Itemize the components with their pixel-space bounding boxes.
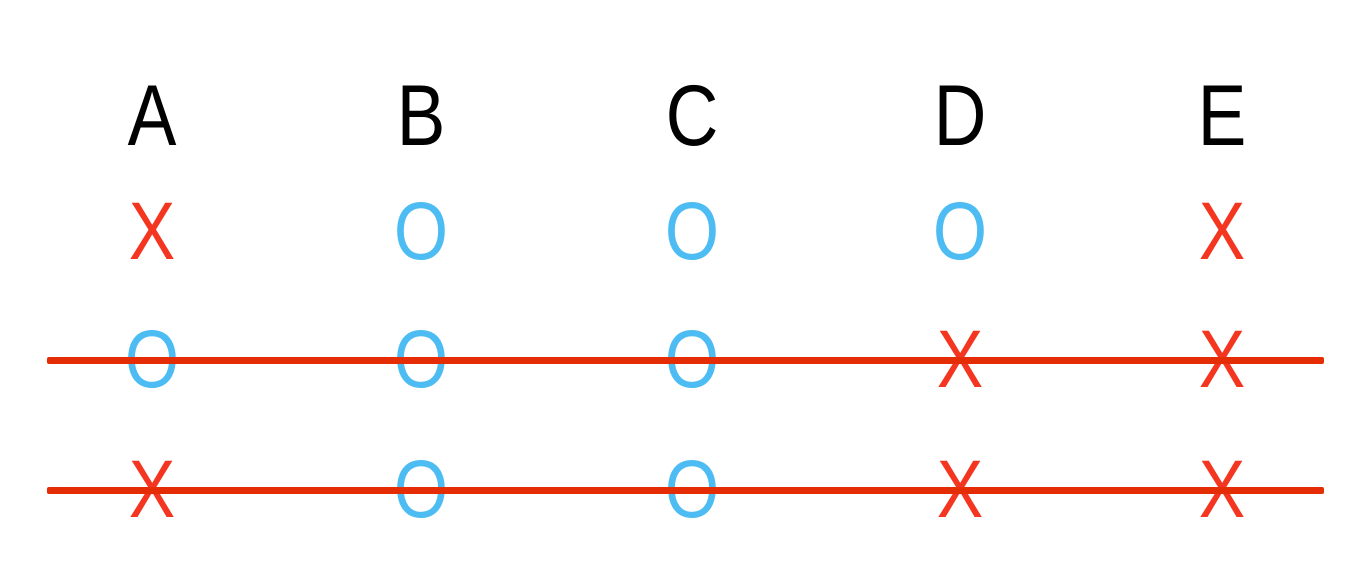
grid-cell-e-row1: X [1198,186,1246,277]
column-header-b: B [396,68,446,164]
grid-cell-c-row1: O [664,186,720,277]
column-header-a: A [127,68,177,164]
grid-cell-a-row1: X [128,186,176,277]
column-header-e: E [1197,68,1247,164]
grid-cell-d-row1: O [932,186,988,277]
column-header-c: C [665,68,719,164]
grid-cell-b-row1: O [393,186,449,277]
strike-line-row3 [47,486,1324,494]
strike-line-row2 [47,356,1324,364]
column-header-d: D [933,68,987,164]
